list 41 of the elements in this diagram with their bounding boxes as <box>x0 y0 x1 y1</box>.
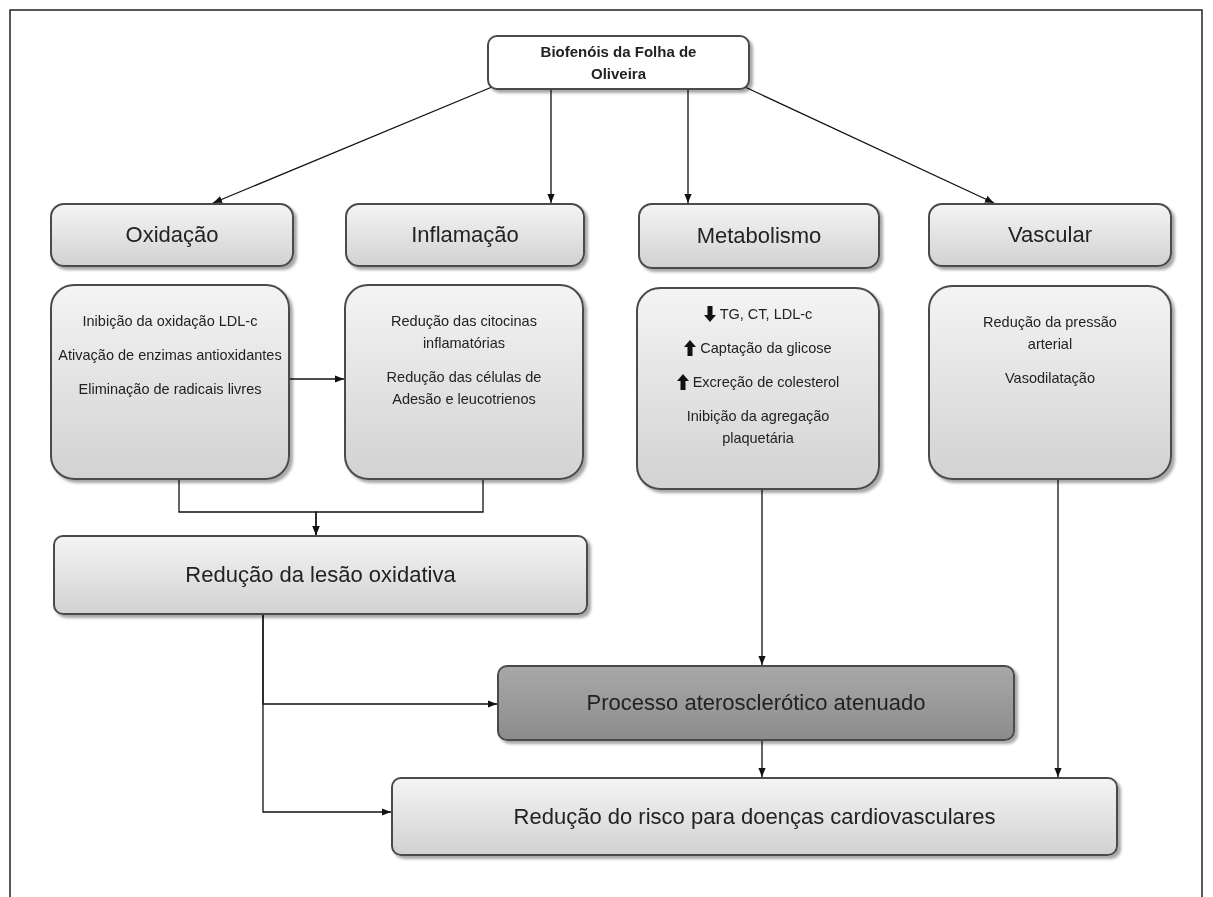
box-label: Inflamação <box>411 222 519 248</box>
title-box <box>487 35 750 90</box>
outcome-box <box>497 665 1015 741</box>
effects-panel <box>344 284 584 480</box>
effect-text: Redução das citocinas inflamatórias <box>390 312 538 353</box>
box-label: Oxidação <box>125 222 219 248</box>
effects-panel <box>50 284 290 480</box>
effect-text: Inibição da agregação plaquetária <box>685 407 831 448</box>
effect-text: Ativação de enzimas antioxidantes <box>58 346 282 365</box>
arrow <box>547 89 555 204</box>
arrow <box>758 740 766 778</box>
effect-text: Redução das células de Adesão e leucotrienos <box>385 368 543 409</box>
arrow <box>289 375 345 383</box>
category-header <box>928 203 1172 267</box>
box-label: Redução do risco para doenças cardiovasculares <box>513 803 996 830</box>
effects-panel <box>928 285 1172 480</box>
category-header <box>638 203 880 269</box>
category-header <box>345 203 585 267</box>
effect-text: Redução da pressão arterial <box>982 313 1118 354</box>
arrow <box>262 614 392 816</box>
box-label: Redução da lesão oxidativa <box>185 562 456 588</box>
arrow <box>758 489 766 666</box>
box-label: Metabolismo <box>696 223 822 249</box>
category-header <box>50 203 294 267</box>
box-label: Vascular <box>1008 222 1092 248</box>
outcome-box <box>53 535 588 615</box>
outcome-box <box>391 777 1118 856</box>
effect-text: Vasodilatação <box>1005 369 1095 388</box>
arrow <box>212 86 493 204</box>
effects-panel <box>636 287 880 490</box>
arrow <box>684 89 692 204</box>
arrow <box>744 86 995 204</box>
effect-text: Eliminação de radicais livres <box>78 380 262 399</box>
arrow <box>1054 479 1062 778</box>
effect-text: Captação da glicose <box>700 339 832 358</box>
box-label: Processo aterosclerótico atenuado <box>586 690 926 716</box>
arrow <box>312 479 484 536</box>
box-label: Biofenóis da Folha de Oliveira <box>539 41 698 84</box>
effect-text: Inibição da oxidação LDL-c <box>82 312 258 331</box>
effect-text: TG, CT, LDL-c <box>719 305 813 324</box>
effect-text: Excreção de colesterol <box>692 373 840 392</box>
